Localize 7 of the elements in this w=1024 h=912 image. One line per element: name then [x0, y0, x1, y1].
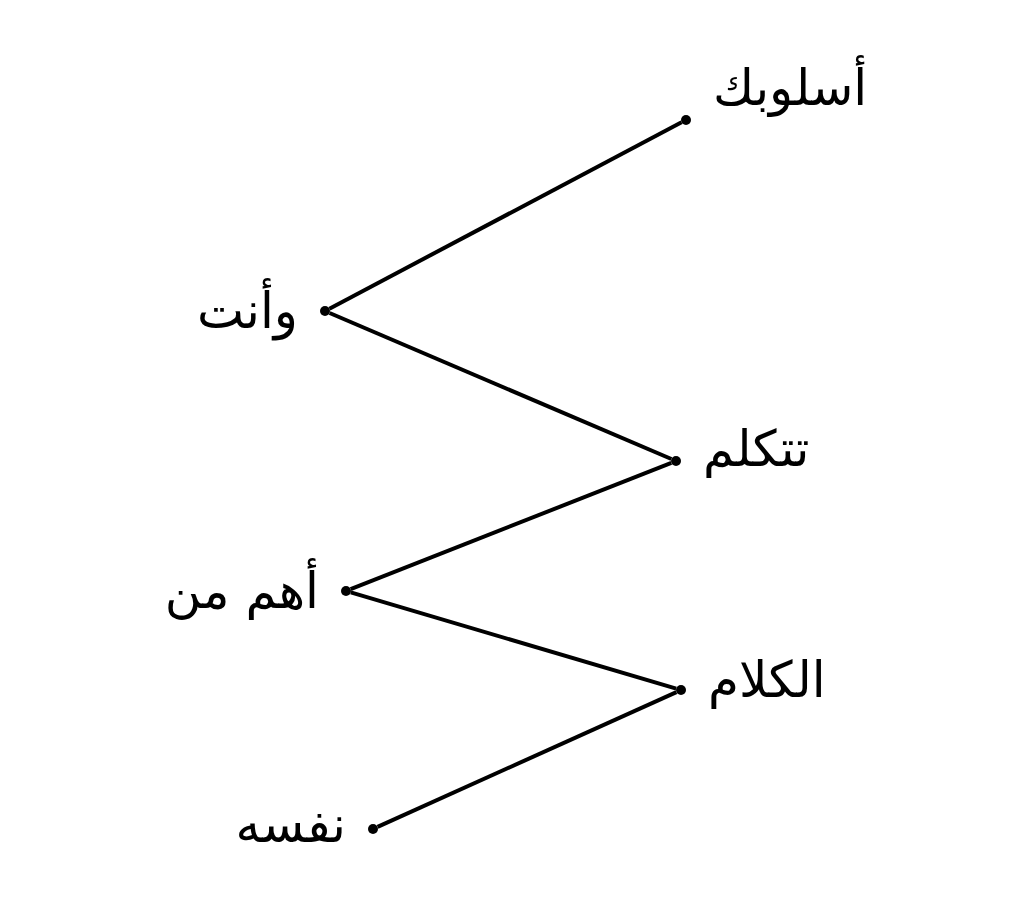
connector-line — [328, 311, 673, 461]
word-label: الكلام — [708, 650, 826, 710]
word-label: تتكلم — [703, 419, 810, 479]
connector-line — [350, 590, 677, 691]
connector-line — [328, 120, 683, 311]
word-label: نفسه — [235, 795, 346, 855]
connector-line — [349, 460, 673, 592]
